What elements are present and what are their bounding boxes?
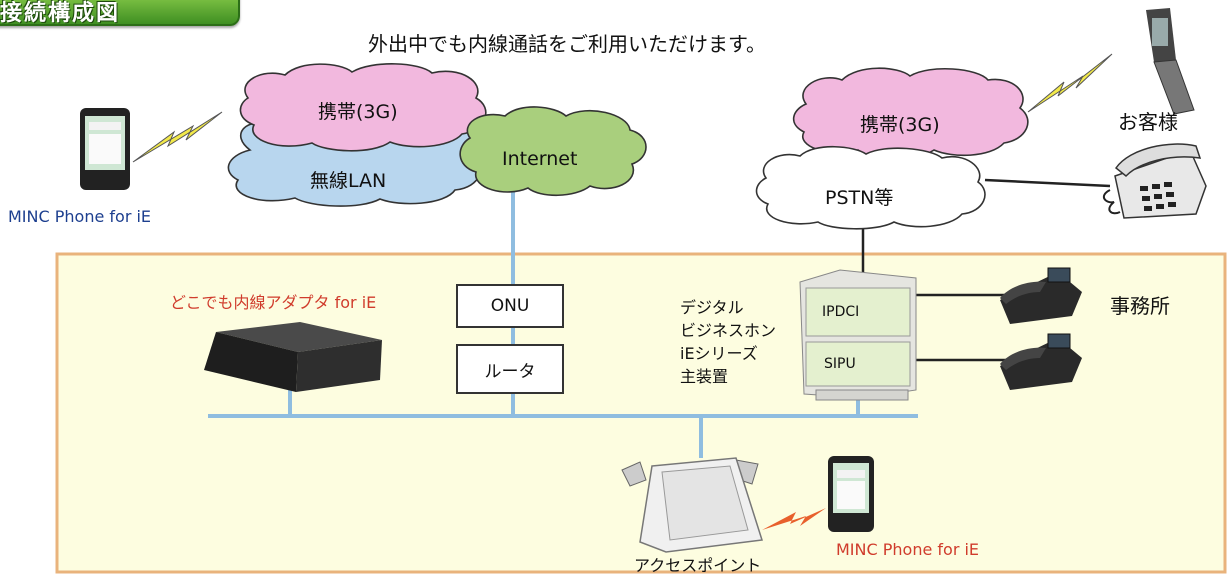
pstn-cloud <box>755 145 986 230</box>
pbx-desc-line: 主装置 <box>680 367 729 386</box>
desk-phone-icon <box>1000 267 1082 324</box>
lightning-icon <box>1027 53 1113 113</box>
router-label: ルータ <box>484 361 536 382</box>
adapter-label: どこでも内線アダプタ for iE <box>170 293 377 312</box>
router-box: ルータ <box>456 344 564 394</box>
pbx-cabinet-icon <box>799 269 917 401</box>
mobile-cloud-right-label: 携帯(3G) <box>860 114 940 136</box>
lightning-icon <box>762 508 826 530</box>
pbx-desc-line: ビジネスホン <box>680 321 777 340</box>
onu-box: ONU <box>456 284 564 328</box>
smartphone-icon <box>80 108 130 190</box>
flip-phone-icon <box>1146 8 1195 115</box>
internet-cloud-label: Internet <box>502 148 578 170</box>
access-point-icon <box>621 457 763 553</box>
onu-label: ONU <box>490 296 530 316</box>
access-point-label: アクセスポイント <box>634 556 762 575</box>
pbx-module-top-label: IPDCI <box>822 304 860 320</box>
pbx-desc-line: iEシリーズ <box>680 344 758 363</box>
wlan-cloud-label: 無線LAN <box>310 170 387 192</box>
diagram-title-banner: 接続構成図 <box>0 0 240 26</box>
office-label: 事務所 <box>1110 294 1170 318</box>
pstn-cloud-label: PSTN等 <box>825 187 894 209</box>
router-box-icon <box>204 322 382 392</box>
headline-text: 外出中でも内線通話をご利用いただけます。 <box>368 32 766 56</box>
smartphone-icon <box>828 456 874 532</box>
customer-label: お客様 <box>1118 110 1178 134</box>
pbx-description: デジタル ビジネスホン iEシリーズ 主装置 <box>680 296 776 388</box>
diagram-title: 接続構成図 <box>0 1 121 26</box>
desk-phone-icon <box>1000 333 1082 390</box>
desk-phone-icon <box>1102 143 1207 219</box>
pbx-module-bottom-label: SIPU <box>824 356 856 372</box>
lightning-icon <box>132 111 223 163</box>
smartphone-outside-label: MINC Phone for iE <box>8 207 152 226</box>
pbx-desc-line: デジタル <box>680 298 744 317</box>
mobile-cloud-left-label: 携帯(3G) <box>318 101 398 123</box>
smartphone-office-label: MINC Phone for iE <box>836 540 980 559</box>
internet-cloud <box>459 106 647 197</box>
